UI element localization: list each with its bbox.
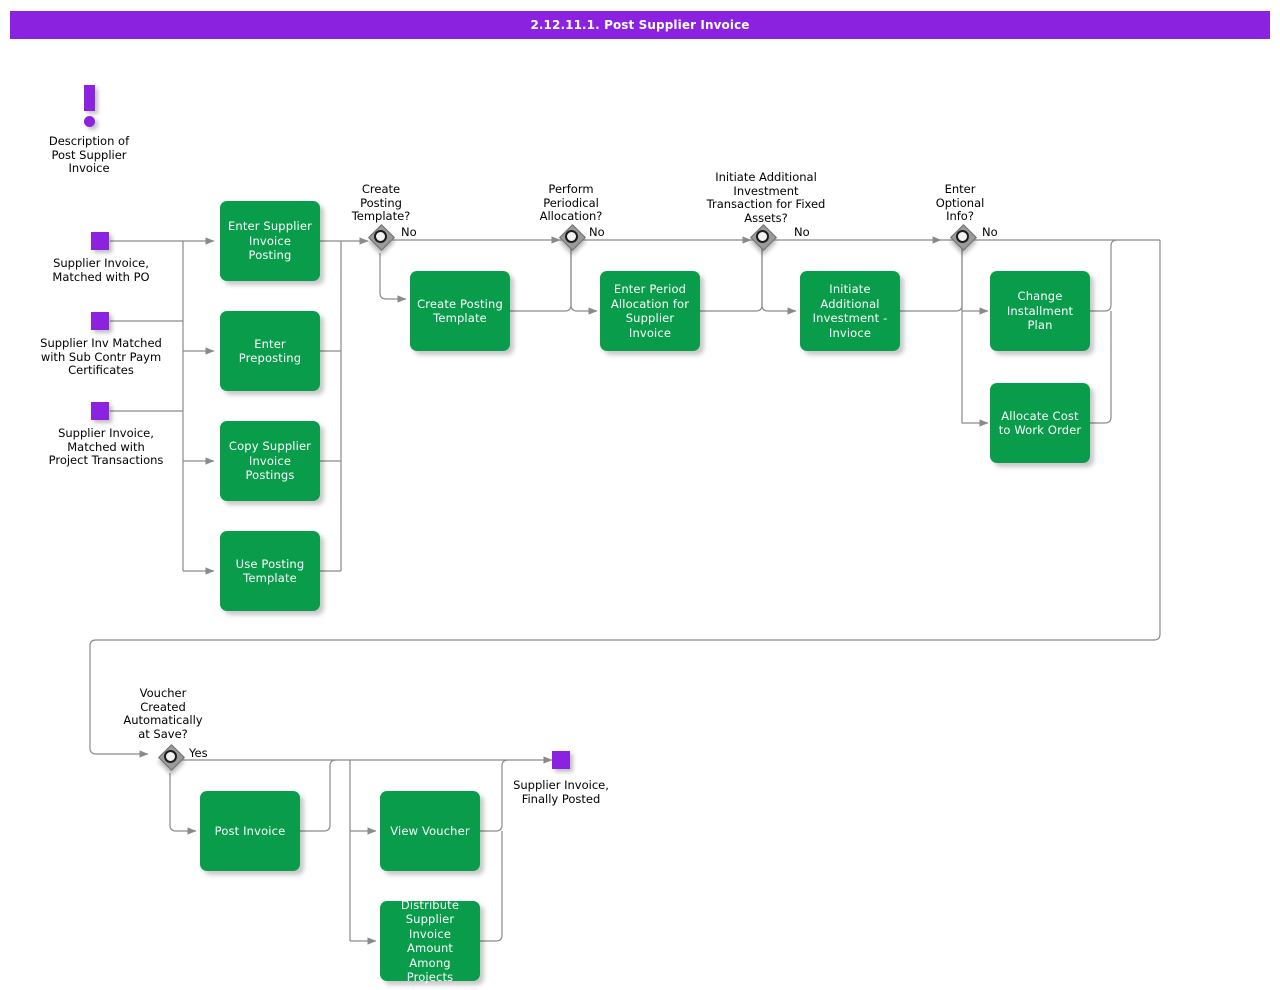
data-node-supplier-invoice-project-transactions[interactable] xyxy=(91,402,109,420)
branch-label-initiate-additional-investment: No xyxy=(794,225,810,239)
input-label-supplier-invoice-project-transactions: Supplier Invoice, Matched with Project T… xyxy=(48,426,164,467)
decision-create-posting-template[interactable] xyxy=(368,224,400,256)
data-node-supplier-inv-matched-sub-contr[interactable] xyxy=(91,312,109,330)
decision-ring-icon xyxy=(756,230,769,243)
decision-question-voucher-created-automatically: Voucher Created Automatically at Save? xyxy=(123,686,203,741)
decision-enter-optional-info[interactable] xyxy=(950,224,982,256)
process-allocate-cost-to-work-order[interactable]: Allocate Cost to Work Order xyxy=(990,383,1090,463)
input-label-supplier-inv-matched-sub-contr: Supplier Inv Matched with Sub Contr Paym… xyxy=(40,336,162,377)
exclamation-dot xyxy=(84,116,95,127)
output-label-supplier-invoice-finally-posted: Supplier Invoice, Finally Posted xyxy=(513,778,609,806)
exclamation-icon xyxy=(78,85,104,129)
decision-question-perform-periodical-allocation: Perform Periodical Allocation? xyxy=(539,182,603,223)
process-copy-supplier-invoice-postings[interactable]: Copy Supplier Invoice Postings xyxy=(220,421,320,501)
input-label-supplier-invoice-matched-with-po: Supplier Invoice, Matched with PO xyxy=(52,256,150,284)
data-node-supplier-invoice-finally-posted[interactable] xyxy=(552,751,570,769)
data-node-supplier-invoice-matched-with-po[interactable] xyxy=(91,232,109,250)
process-use-posting-template[interactable]: Use Posting Template xyxy=(220,531,320,611)
page-title: 2.12.11.1. Post Supplier Invoice xyxy=(10,11,1270,39)
branch-label-create-posting-template: No xyxy=(401,225,417,239)
process-enter-preposting[interactable]: Enter Preposting xyxy=(220,311,320,391)
process-create-posting-template[interactable]: Create Posting Template xyxy=(410,271,510,351)
decision-voucher-created-automatically[interactable] xyxy=(158,744,190,776)
process-enter-period-allocation[interactable]: Enter Period Allocation for Supplier Inv… xyxy=(600,271,700,351)
decision-ring-icon xyxy=(956,230,969,243)
process-post-invoice[interactable]: Post Invoice xyxy=(200,791,300,871)
branch-label-voucher-created-automatically: Yes xyxy=(189,746,208,760)
decision-ring-icon xyxy=(565,230,578,243)
decision-perform-periodical-allocation[interactable] xyxy=(559,224,591,256)
branch-label-enter-optional-info: No xyxy=(982,225,998,239)
exclamation-stem xyxy=(84,85,95,111)
process-distribute-supplier-invoice-amount[interactable]: Distribute Supplier Invoice Amount Among… xyxy=(380,898,480,984)
branch-label-perform-periodical-allocation: No xyxy=(589,225,605,239)
decision-ring-icon xyxy=(164,750,177,763)
process-enter-supplier-invoice-posting[interactable]: Enter Supplier Invoice Posting xyxy=(220,201,320,281)
decision-question-initiate-additional-investment: Initiate Additional Investment Transacti… xyxy=(706,170,826,225)
decision-question-enter-optional-info: Enter Optional Info? xyxy=(935,182,985,223)
decision-ring-icon xyxy=(374,230,387,243)
description-node-label: Description of Post Supplier Invoice xyxy=(48,134,130,175)
process-initiate-additional-investment-invoice[interactable]: Initiate Additional Investment - Invioce xyxy=(800,271,900,351)
process-view-voucher[interactable]: View Voucher xyxy=(380,791,480,871)
process-change-installment-plan[interactable]: Change Installment Plan xyxy=(990,271,1090,351)
decision-initiate-additional-investment[interactable] xyxy=(750,224,782,256)
decision-question-create-posting-template: Create Posting Template? xyxy=(351,182,411,223)
